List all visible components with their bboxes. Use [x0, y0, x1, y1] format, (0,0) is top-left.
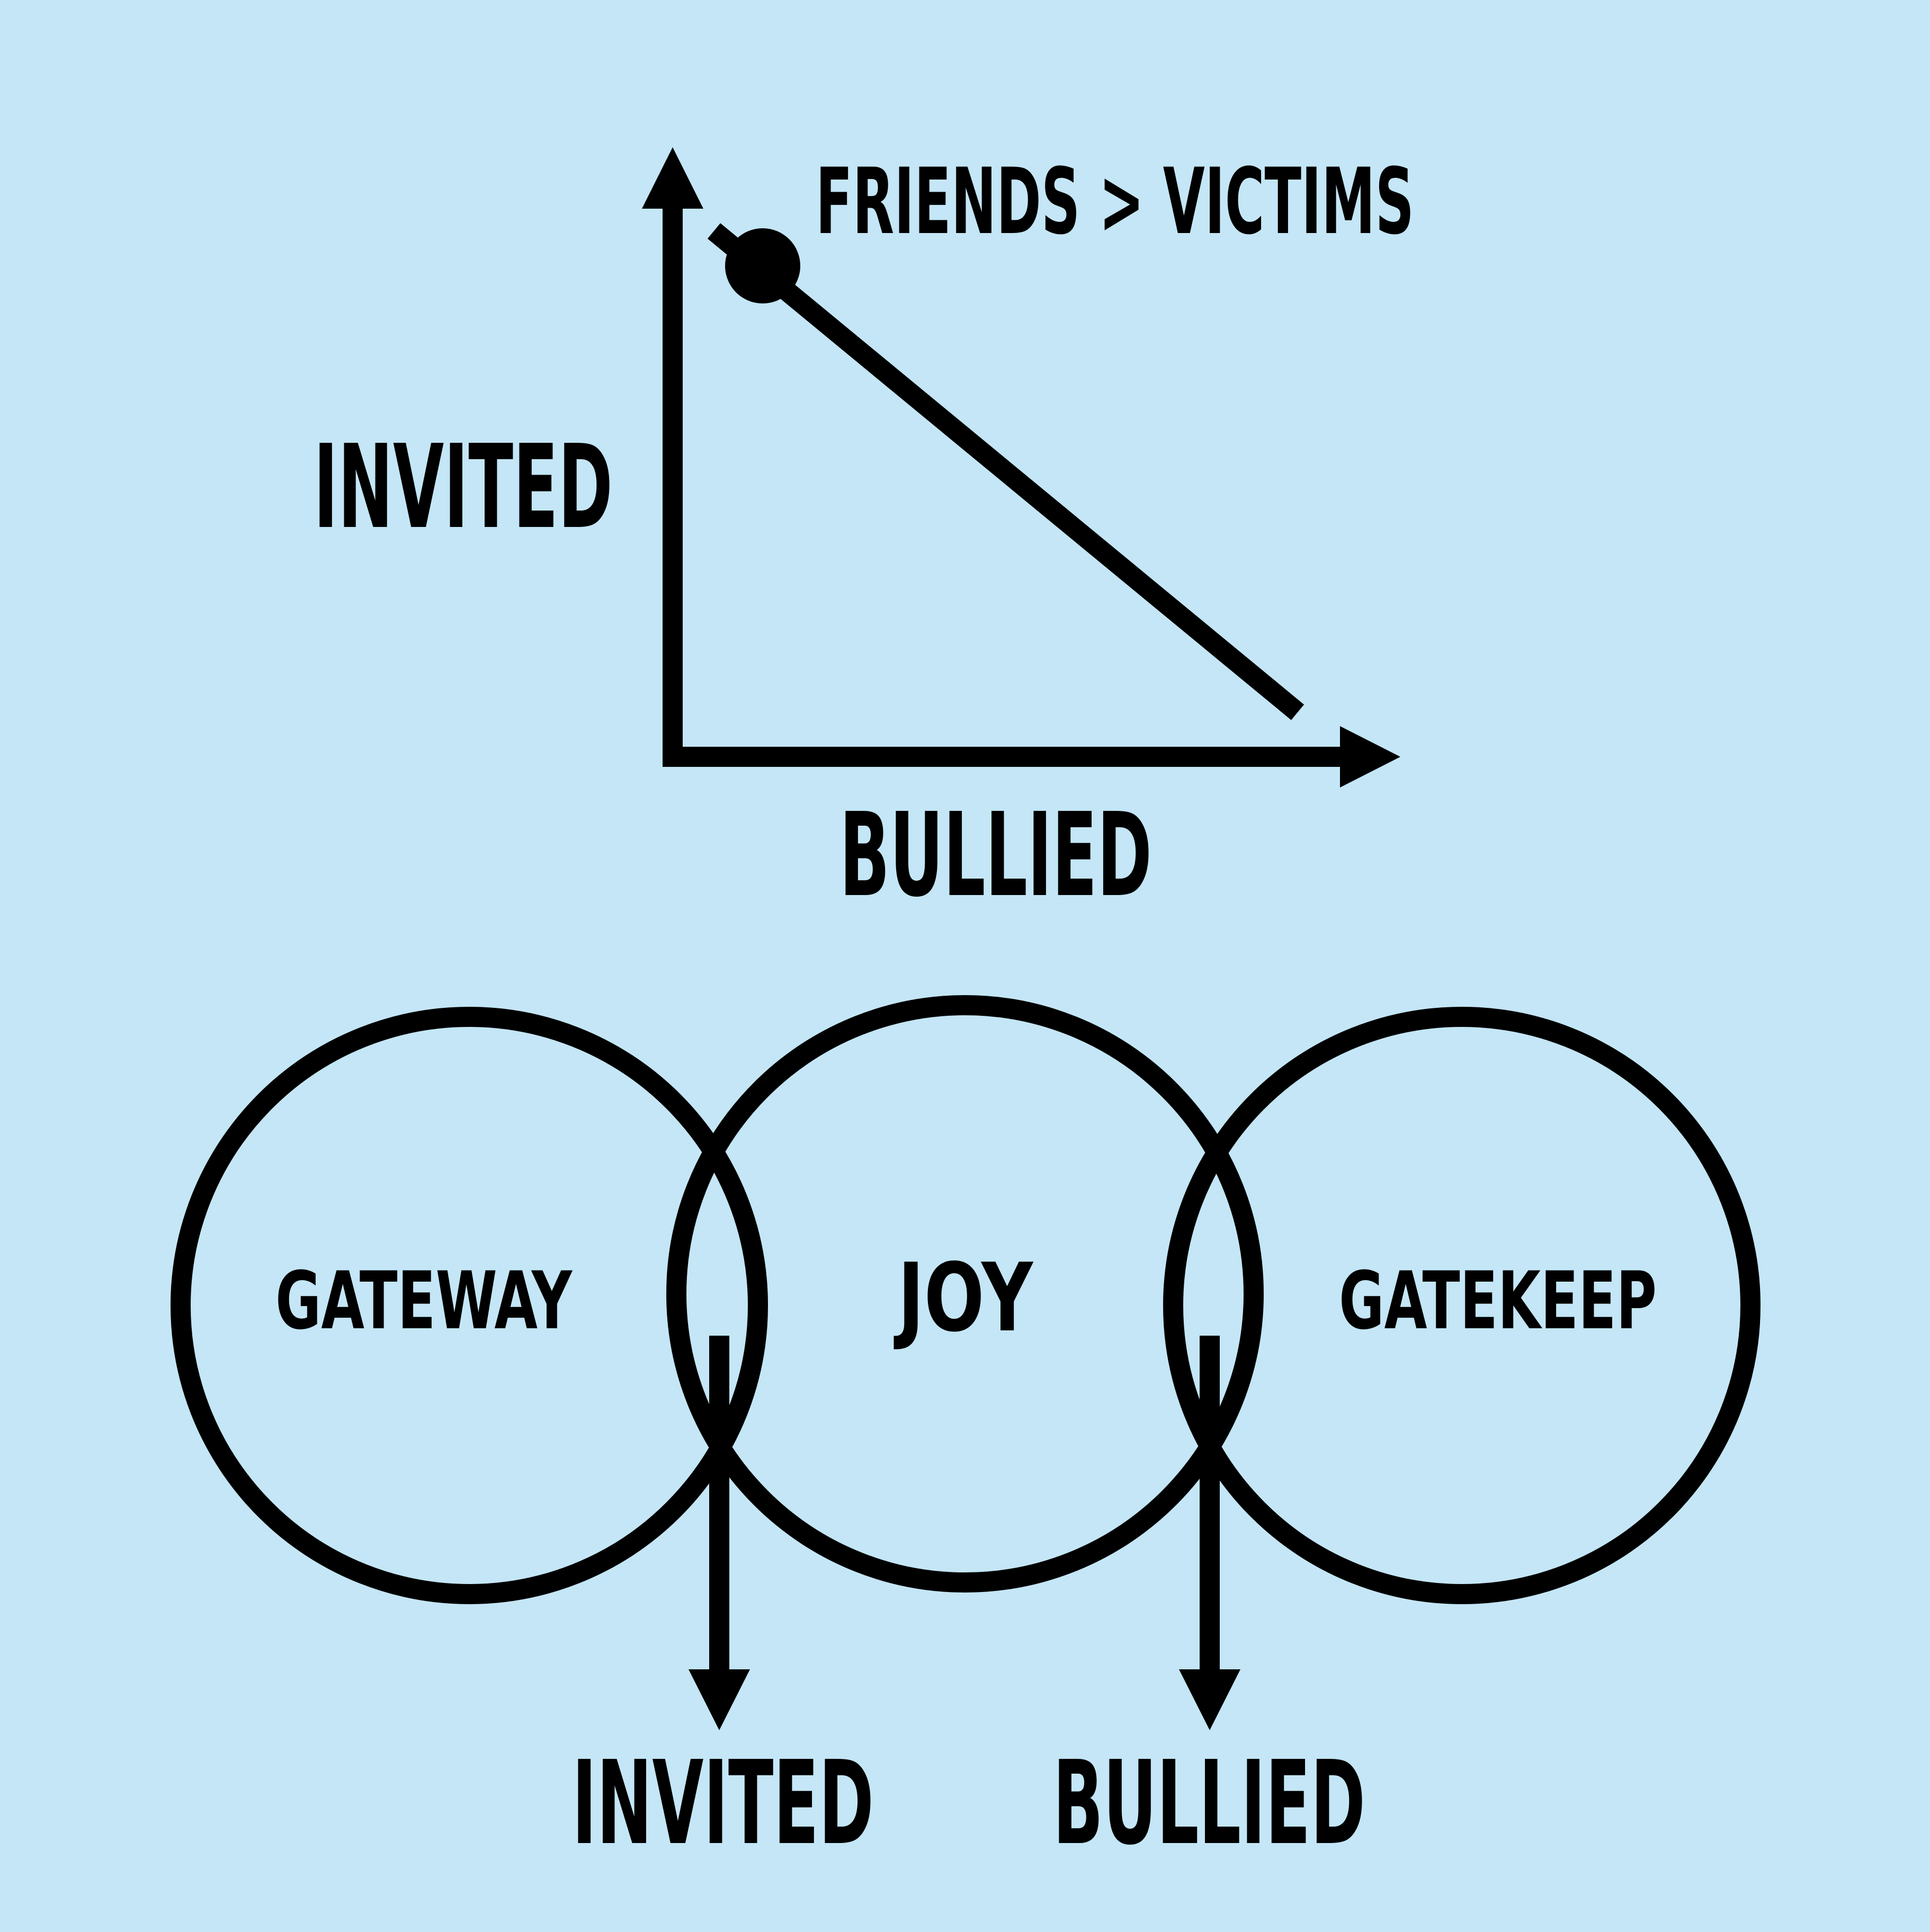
top-axes-diagram: FRIENDS > VICTIMS INVITED BULLIED [314, 147, 1414, 923]
x-axis-label: BULLIED [839, 789, 1152, 923]
left-output-arrowhead [689, 1669, 750, 1730]
y-axis-label: INVITED [314, 421, 613, 554]
left-output-label: INVITED [572, 1737, 874, 1871]
venn-diagram: GATEWAY JOY GATEKEEP INVITED BULLIED [171, 995, 1761, 1871]
point-label: FRIENDS > VICTIMS [816, 148, 1414, 255]
highlight-point [725, 228, 800, 303]
right-circle [1163, 1007, 1761, 1604]
middle-circle-label: JOY [893, 1243, 1033, 1353]
right-circle-label: GATEKEEP [1339, 1255, 1657, 1347]
trend-line [707, 223, 1304, 720]
left-circle [171, 1007, 768, 1604]
right-output-label: BULLIED [1053, 1737, 1365, 1871]
left-circle-label: GATEWAY [275, 1255, 573, 1347]
y-axis-arrowhead [642, 147, 703, 209]
right-output-arrowhead [1179, 1669, 1240, 1730]
middle-circle [666, 995, 1264, 1593]
x-axis-arrowhead [1340, 726, 1400, 788]
